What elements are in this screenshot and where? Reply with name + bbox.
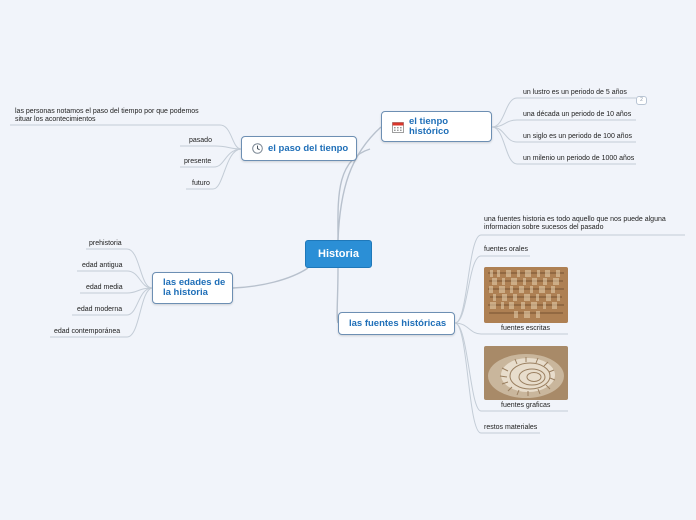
leaf-paso-intro[interactable]: las personas notamos el paso del tiempo … (15, 108, 199, 123)
leaf-fuentes-orales[interactable]: fuentes orales (484, 246, 528, 253)
leaf-fuentes-definicion[interactable]: una fuentes historia es todo aquello que… (484, 216, 666, 231)
collapsed-count-badge[interactable]: 2 (636, 96, 647, 105)
leaf-edad-media[interactable]: edad media (86, 284, 123, 291)
leaf-futuro[interactable]: futuro (192, 180, 210, 187)
leaf-presente[interactable]: presente (184, 158, 212, 165)
leaf-edad-moderna[interactable]: edad moderna (77, 306, 123, 313)
leaf-fuentes-graficas[interactable]: fuentes graficas (501, 402, 551, 409)
node-el-paso-del-tiempo[interactable]: el paso del tienpo (241, 136, 357, 161)
fossil-image (484, 346, 568, 400)
leaf-prehistoria[interactable]: prehistoria (89, 240, 122, 247)
node-las-fuentes-historicas[interactable]: las fuentes históricas (338, 312, 455, 335)
clock-icon (252, 143, 263, 154)
leaf-milenio[interactable]: un milenio un periodo de 1000 años (523, 155, 635, 162)
leaf-fuentes-escritas[interactable]: fuentes escritas (501, 325, 551, 332)
node-el-tiempo-historico[interactable]: el tienpo histórico (381, 111, 492, 142)
node-label: las fuentes históricas (349, 318, 447, 329)
leaf-edad-antigua[interactable]: edad antigua (82, 262, 123, 269)
leaf-decada[interactable]: una década un periodo de 10 años (523, 111, 632, 118)
leaf-restos-materiales[interactable]: restos materiales (484, 424, 538, 431)
node-las-edades-de-la-historia[interactable]: las edades de la historia (152, 272, 233, 304)
leaf-siglo[interactable]: un siglo es un periodo de 100 años (523, 133, 632, 140)
leaf-edad-contemporanea[interactable]: edad contemporánea (54, 328, 121, 335)
node-label: el tienpo histórico (409, 115, 450, 137)
leaf-lustro[interactable]: un lustro es un periodo de 5 años (523, 89, 627, 96)
calendar-icon (392, 121, 404, 133)
node-label: las edades de la historia (163, 277, 226, 298)
leaf-pasado[interactable]: pasado (189, 137, 212, 144)
central-topic[interactable]: Historia (305, 240, 372, 268)
node-label: el paso del tienpo (268, 143, 349, 154)
inscription-image (484, 267, 568, 323)
